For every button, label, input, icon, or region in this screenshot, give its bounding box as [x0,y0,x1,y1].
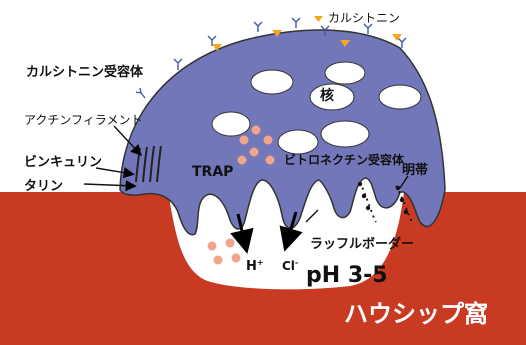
osteoclast-cell [119,29,446,236]
ruffled-border-label: ラッフルボーダー [310,236,414,252]
nuclei [211,61,422,155]
nucleus-4 [378,84,422,110]
nucleus-3 [309,83,355,111]
talin-label: タリン [24,179,63,194]
howship-lacuna-label: ハウシップ窩 [344,300,488,328]
actin-filament-label: アクチンフィラメント [24,113,142,127]
clear-zone-dots [357,181,409,215]
vinculin-label: ビンキュリン [24,154,102,170]
bone [0,192,526,345]
nucleus-6 [277,129,319,155]
nucleus-5 [211,111,251,137]
cl-ion-label: Cl- [282,258,298,273]
trap-label: TRAP [192,164,233,180]
ph-label: pH 3-5 [306,263,388,288]
calcitonin-legend-icon [314,16,323,22]
calcitonin-receptor-label: カルシトニン受容体 [26,64,144,80]
actin-filaments [135,145,162,183]
calcitonin-legend-label: カルシトニン [328,11,400,25]
ion-arrows [230,211,303,254]
calcitonin-molecules [212,30,402,51]
nucleus-2 [324,61,366,85]
clear-zone-seal [359,181,413,223]
nucleus-label: 核 [320,87,334,104]
nucleus-7 [320,120,370,148]
lacuna-vesicles [207,238,241,265]
h-ion-label: H+ [246,258,264,274]
vitronectin-receptor-label: ビトロネクチン受容体 [284,152,405,167]
leader-lines [83,125,409,223]
nucleus-1 [250,69,294,95]
calcitonin-receptors [135,17,407,99]
clear-zone-label: 明帯 [402,162,428,178]
trap-vesicles [237,125,275,165]
